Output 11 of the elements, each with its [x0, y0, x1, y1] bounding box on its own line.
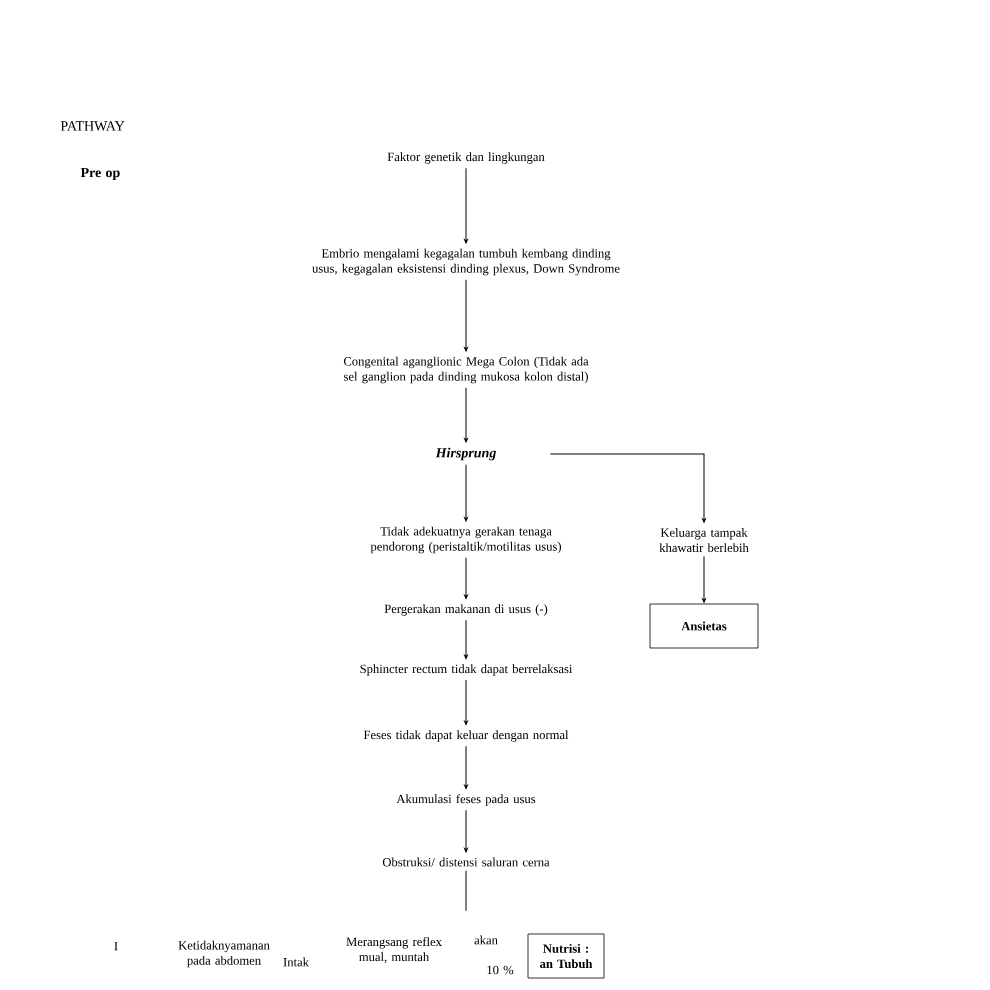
arrow	[464, 679, 468, 726]
arrow	[702, 555, 706, 603]
arrow	[464, 279, 468, 352]
arrow	[464, 745, 468, 790]
arrow	[464, 557, 468, 600]
arrow	[464, 619, 468, 660]
arrow	[464, 387, 468, 443]
arrow	[464, 464, 468, 522]
arrow	[549, 453, 706, 523]
arrow	[464, 809, 468, 853]
arrow	[464, 167, 468, 244]
